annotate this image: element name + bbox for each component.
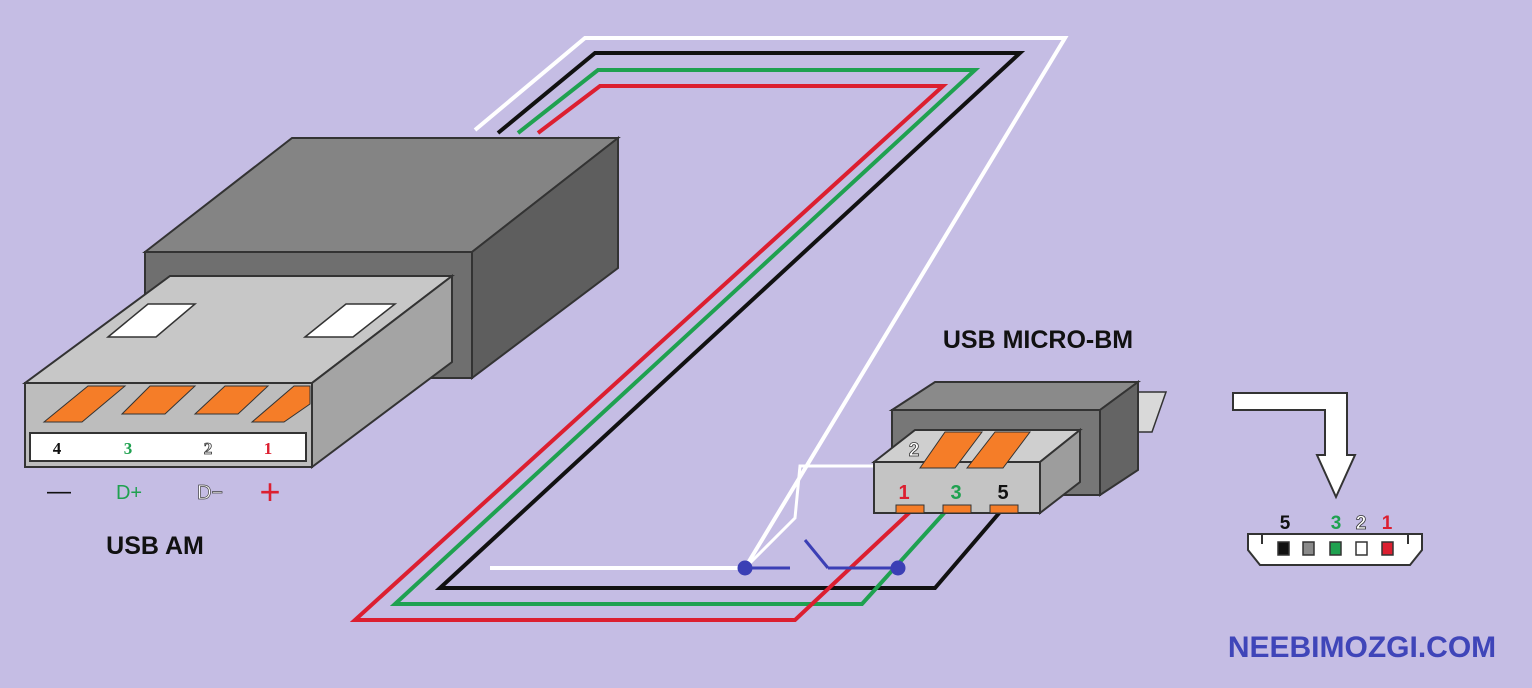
green-wire [389,68,981,606]
switch [737,539,906,576]
usb-micro-pin-labels: 1 3 5 [898,482,1008,504]
white-wire-branch [743,464,920,570]
usb-am-connector [21,135,621,469]
usb-am-pin-numbers: 4 3 2 1 [53,439,273,459]
micro-socket-pin-number: 5 [1280,513,1291,534]
usb-am-signal-labels: — D+ D− + [47,471,281,512]
micro-socket-pin-3 [1329,541,1342,556]
black-wire [434,51,1026,590]
micro-socket-pin-1 [1381,541,1394,556]
down-arrow-icon [1232,392,1357,500]
usb-am-signal-plus: + [259,471,280,512]
usb-am-title: USB AM [106,532,204,560]
usb-am-signal-dplus: D+ [116,482,142,504]
usb-micro-pin-top: 2 [909,440,920,461]
usb-am-pin-number: 2 [204,439,213,458]
micro-socket-pinout: 5 3 2 1 [1247,513,1423,566]
usb-am-window-left [105,303,198,338]
usb-micro-connector [871,380,1168,516]
micro-socket-pin-4 [1302,541,1315,556]
usb-am-signal-minus: — [47,478,71,505]
usb-micro-contact-3 [942,504,972,514]
usb-am-pin-number: 3 [124,439,133,458]
usb-micro-pin-number: 5 [997,482,1008,504]
usb-micro-contact-1 [895,504,925,514]
usb-am-contact-2 [193,385,270,415]
switch-blade [803,539,830,569]
usb-micro-contact-top-2 [919,431,983,469]
wires [349,36,1069,622]
usb-micro-housing-top [888,381,1142,411]
usb-micro-pin-number: 1 [898,482,909,504]
usb-am-contact-4 [42,385,127,423]
usb-micro-pin-number: 3 [950,482,961,504]
micro-socket-pin-2 [1355,541,1368,556]
micro-socket-pin-number: 2 [1356,513,1367,534]
micro-socket-pin-number: 3 [1331,513,1342,534]
white-wire [473,36,1069,570]
usb-am-contact-1 [250,385,311,423]
usb-am-tongue [29,432,307,462]
usb-micro-contact-5 [989,504,1019,514]
brand-watermark: NEEBIMOZGI.COM [1228,631,1496,664]
usb-micro-contact-top-4 [965,431,1031,469]
usb-micro-tail [1137,391,1168,433]
red-wire [349,84,949,622]
usb-am-pin-number: 4 [53,439,62,458]
usb-am-contact-3 [120,385,197,415]
micro-socket-pin-number: 1 [1382,513,1393,534]
switch-terminal-right [890,560,906,576]
usb-am-signal-dminus: D− [197,482,223,504]
switch-terminal-left [737,560,753,576]
micro-socket-pin-5 [1277,541,1290,556]
usb-am-pin-number: 1 [264,439,273,458]
usb-am-window-right [302,303,398,338]
usb-micro-title: USB MICRO-BM [943,326,1133,354]
